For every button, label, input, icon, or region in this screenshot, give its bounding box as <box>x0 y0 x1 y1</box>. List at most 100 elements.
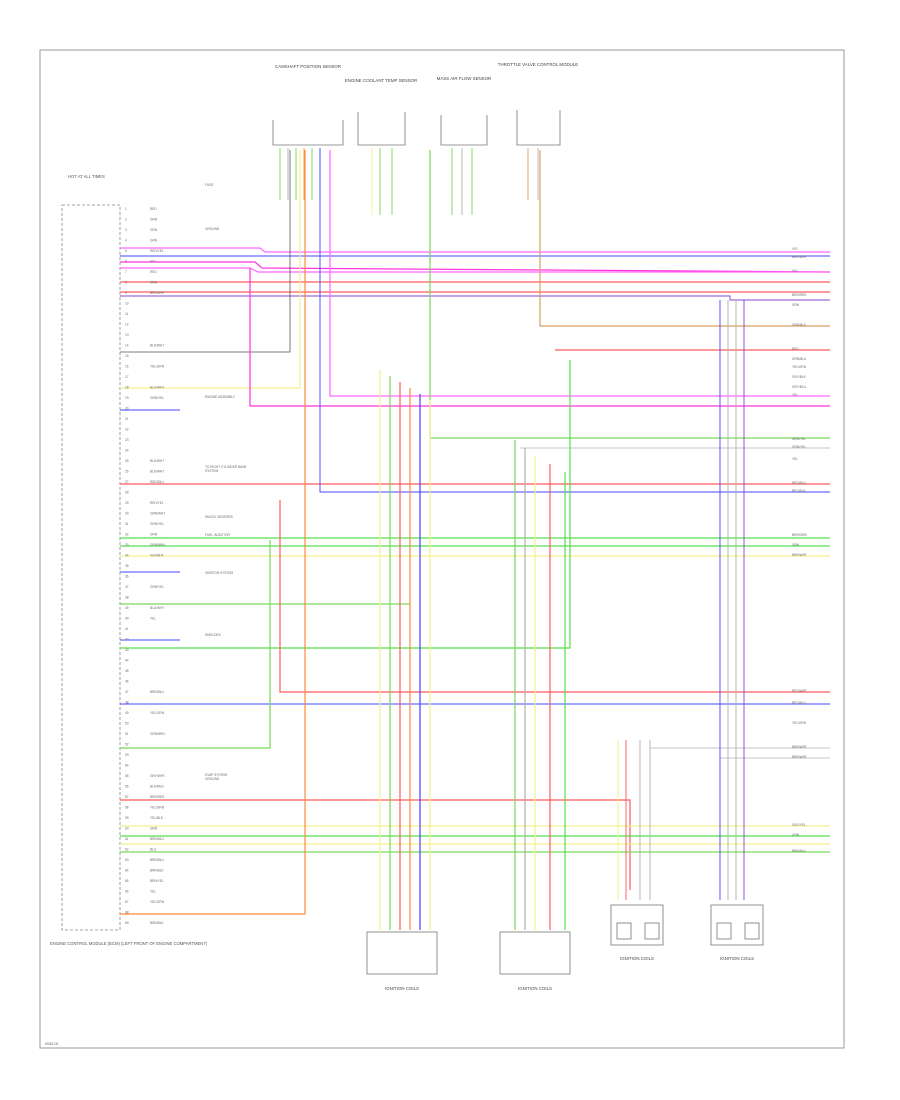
right-label-12: YEL <box>792 393 798 397</box>
ecm-pin-num-65: 65 <box>125 879 129 883</box>
side-note-6: KNOCK SENSORS <box>205 515 233 519</box>
ecm-pin-label-29: RED/YEL <box>150 501 164 505</box>
ecm-pin-label-5: RED/YEL <box>150 249 164 253</box>
ecm-pin-num-10: 10 <box>125 302 129 306</box>
ecm-pin-num-26: 26 <box>125 470 129 474</box>
ecm-pin-label-59: YEL/BLK <box>150 816 164 820</box>
ecm-pin-label-4: GRN <box>150 239 158 243</box>
ecm-pin-num-41: 41 <box>125 627 129 631</box>
ecm-pin-num-43: 43 <box>125 648 129 652</box>
ecm-pin-num-28: 28 <box>125 491 129 495</box>
ecm-pin-label-61: BRN/BLU <box>150 837 165 841</box>
right-label-15: YEL <box>792 457 798 461</box>
ecm-pin-num-17: 17 <box>125 375 129 379</box>
right-label-8: GRN/BLU <box>792 357 807 361</box>
ecm-pin-label-16: YEL/GRN <box>150 365 165 369</box>
ecm-pin-label-7: RED <box>150 270 157 274</box>
side-note-7: FUEL INJECTOR <box>205 533 230 537</box>
right-label-28: BRN/BLU <box>792 849 807 853</box>
bottom-1-caption: IGNITION COILS <box>385 986 419 991</box>
ecm-pin-label-57: BRN/RED <box>150 795 165 799</box>
wire-harness <box>120 148 831 930</box>
ecm-pin-label-66: YEL <box>150 890 156 894</box>
wire-green-1 <box>429 150 830 439</box>
top-4-caption: THROTTLE VALVE CONTROL MODULE <box>498 62 578 67</box>
ecm-pin-num-21: 21 <box>125 417 129 421</box>
ecm-pin-num-66: 66 <box>125 890 129 894</box>
ecm-pin-num-22: 22 <box>125 428 129 432</box>
ecm-pin-num-59: 59 <box>125 816 129 820</box>
side-note-4: TO RIGHT CYLINDER BANK <box>205 465 248 469</box>
ecm-pin-label-58: YEL/GRN <box>150 806 165 810</box>
ecm-pin-num-62: 62 <box>125 848 129 852</box>
wire-pink-1 <box>120 247 830 253</box>
ecm-pin-label-9: BRN/WHT <box>150 291 165 295</box>
ecm-pin-num-33: 33 <box>125 543 129 547</box>
ecm-pin-num-13: 13 <box>125 333 129 337</box>
ecm-pin-num-39: 39 <box>125 606 129 610</box>
ecm-pin-num-27: 27 <box>125 480 129 484</box>
ecm-pin-num-14: 14 <box>125 344 129 348</box>
ecm-pin-label-6: VIO <box>150 260 156 264</box>
ecm-pin-num-25: 25 <box>125 459 129 463</box>
ecm-pin-num-4: 4 <box>125 239 127 243</box>
ecm-pin-num-32: 32 <box>125 533 129 537</box>
side-note-1: FUSE <box>205 183 214 187</box>
ecm-pin-num-9: 9 <box>125 291 127 295</box>
ecm-pin-label-19: GRN/YEL <box>150 396 164 400</box>
wire-purple-1 <box>120 295 830 301</box>
ecm-box <box>61 204 121 931</box>
ecm-pin-label-30: GRN/WHT <box>150 512 165 516</box>
diagram-frame <box>39 49 845 1049</box>
right-label-6: GRN/BLK <box>792 323 807 327</box>
ecm-pin-num-44: 44 <box>125 659 129 663</box>
ecm-pin-label-51: GRN/BRN <box>150 732 165 736</box>
ecm-pin-num-54: 54 <box>125 764 129 768</box>
top-3-caption: MASS AIR FLOW SENSOR <box>437 76 491 81</box>
ecm-pin-num-63: 63 <box>125 858 129 862</box>
ecm-pin-label-26: BLK/WHT <box>150 470 164 474</box>
right-label-10: GRY/BLK <box>792 375 807 379</box>
wire-magenta-1 <box>120 261 831 273</box>
ecm-pin-label-67: YEL/GRN <box>150 900 165 904</box>
side-note-10: EVAP SYSTEM <box>205 773 228 777</box>
ecm-pin-label-63: BRN/BLU <box>150 858 165 862</box>
ecm-pin-num-61: 61 <box>125 837 129 841</box>
ecm-pin-num-64: 64 <box>125 869 129 873</box>
ecm-pin-num-60: 60 <box>125 827 129 831</box>
ecm-pin-label-56: BLK/RED <box>150 785 164 789</box>
left-ref-caption: HOT AT ALL TIMES <box>68 174 105 179</box>
ecm-pin-label-37: GRN/YEL <box>150 585 164 589</box>
ecm-pin-num-55: 55 <box>125 774 129 778</box>
ecm-pin-num-38: 38 <box>125 596 129 600</box>
right-label-13: GRN/YEL <box>792 437 806 441</box>
ecm-pin-num-48: 48 <box>125 701 129 705</box>
ecm-pin-num-42: 42 <box>125 638 129 642</box>
right-label-14: GRN/YEL <box>792 445 806 449</box>
top-2-caption: ENGINE COOLANT TEMP SENSOR <box>345 78 417 83</box>
wire-red-5 <box>279 500 830 693</box>
ecm-pin-num-5: 5 <box>125 249 127 253</box>
ecm-pin-num-34: 34 <box>125 554 129 558</box>
ecm-pin-label-27: RED/BLU <box>150 480 165 484</box>
ecm-pin-label-1: RED <box>150 207 157 211</box>
right-label-16: RED/BLU <box>792 481 807 485</box>
right-label-21: RED/WHT <box>792 689 807 693</box>
ecm-pin-num-50: 50 <box>125 722 129 726</box>
ecm-pin-label-40: YEL <box>150 617 156 621</box>
ecm-pin-label-8: GRN <box>150 281 158 285</box>
ecm-pin-num-11: 11 <box>125 312 129 316</box>
ecm-pin-num-56: 56 <box>125 785 129 789</box>
wire-green-5 <box>120 360 571 649</box>
ecm-pin-num-30: 30 <box>125 512 129 516</box>
ecm-pin-num-2: 2 <box>125 218 127 222</box>
bottom-2-caption: IGNITION COILS <box>518 986 552 991</box>
ecm-pin-num-46: 46 <box>125 680 129 684</box>
ecm-pin-label-39: BLU/WHT <box>150 606 164 610</box>
ecm-pin-num-58: 58 <box>125 806 129 810</box>
ecm-pin-num-29: 29 <box>125 501 129 505</box>
ecm-pin-num-47: 47 <box>125 690 129 694</box>
ecm-caption: ENGINE CONTROL MODULE (ECM) (LEFT FRONT … <box>50 941 208 946</box>
right-label-22: RED/BLU <box>792 701 807 705</box>
